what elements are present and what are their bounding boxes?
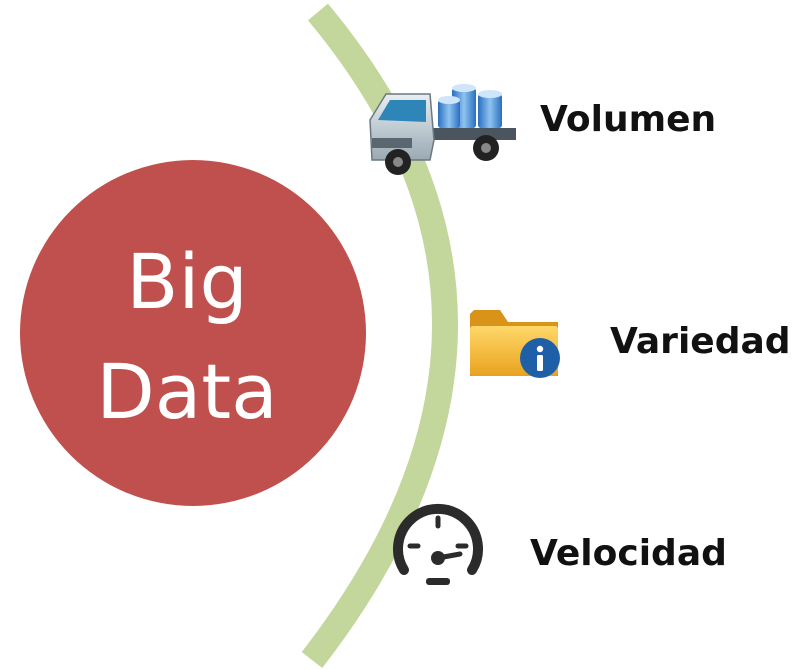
timeline-arc [301, 3, 458, 668]
folder-info-icon [470, 310, 560, 378]
circle-title-line-1: Big [126, 237, 248, 326]
label-volumen: Volumen [540, 99, 716, 140]
label-variedad: Variedad [610, 321, 791, 362]
circle-title-line-2: Data [96, 347, 277, 436]
truck-icon [369, 84, 516, 175]
label-velocidad: Velocidad [530, 533, 727, 574]
big-data-circle [20, 160, 366, 506]
speedometer-icon [393, 504, 483, 585]
barrel-icon [438, 84, 502, 128]
